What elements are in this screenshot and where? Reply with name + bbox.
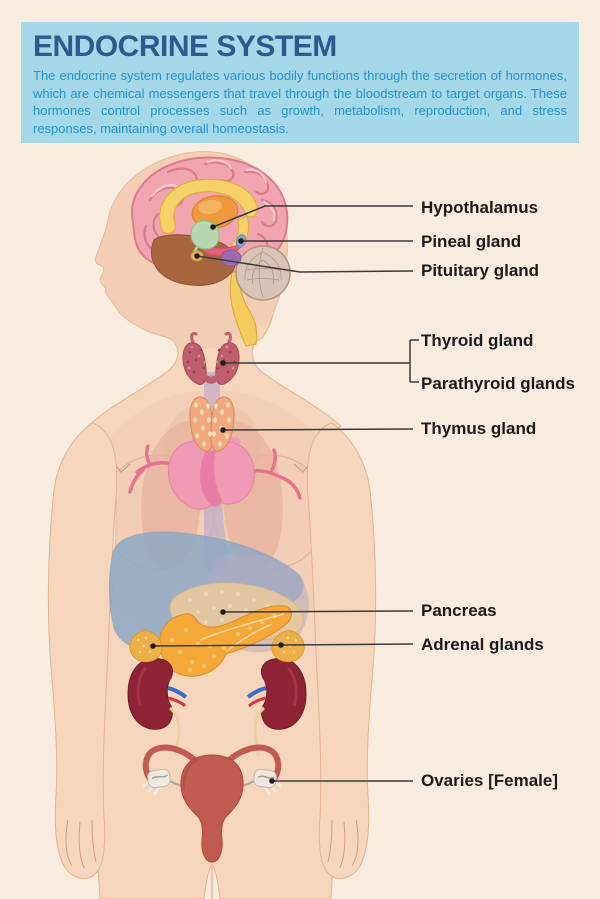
adrenal-right	[271, 630, 305, 663]
right-arm	[306, 422, 377, 879]
label-thyroid-gland: Thyroid gland	[421, 331, 534, 350]
pons	[220, 249, 242, 267]
header-panel: ENDOCRINE SYSTEM The endocrine system re…	[21, 22, 579, 143]
left-arm	[47, 422, 118, 879]
ovary-right	[253, 768, 277, 789]
pancreas-vessels	[199, 613, 285, 653]
reproductive-system	[142, 744, 282, 899]
label-parathyroid-glands: Parathyroid glands	[421, 374, 575, 393]
thymus-gland	[189, 396, 235, 452]
leader-dots	[150, 224, 284, 784]
page-title: ENDOCRINE SYSTEM	[33, 30, 337, 63]
label-adrenal-glands: Adrenal glands	[421, 635, 544, 654]
uterus	[180, 754, 244, 863]
label-pituitary-gland: Pituitary gland	[421, 261, 540, 280]
heart	[128, 434, 302, 510]
thyroid-gland	[182, 332, 240, 385]
leader-hypothalamus	[212, 205, 413, 228]
leader-thyroid-parathyroid-bracket	[223, 339, 419, 383]
leader-pancreas	[222, 610, 414, 613]
label-hypothalamus: Hypothalamus	[421, 198, 539, 217]
kidney-left	[127, 657, 174, 730]
adrenal-left	[129, 630, 163, 663]
page-description: The endocrine system regulates various b…	[33, 68, 567, 137]
right-hand-fingers	[327, 819, 359, 869]
ureter-right	[253, 706, 265, 757]
ovary-left	[147, 768, 171, 789]
label-thymus-gland: Thymus gland	[421, 419, 537, 438]
kidney-adrenal-right	[246, 630, 307, 757]
brain	[130, 156, 291, 347]
kidney-right	[260, 657, 307, 730]
leader-thymus	[222, 428, 414, 431]
cerebellum	[235, 245, 291, 301]
left-hand-fingers	[65, 819, 97, 869]
leader-pituitary	[196, 255, 414, 273]
label-ovaries: Ovaries [Female]	[421, 771, 559, 790]
label-pancreas: Pancreas	[421, 601, 497, 620]
label-pineal-gland: Pineal gland	[421, 232, 522, 251]
